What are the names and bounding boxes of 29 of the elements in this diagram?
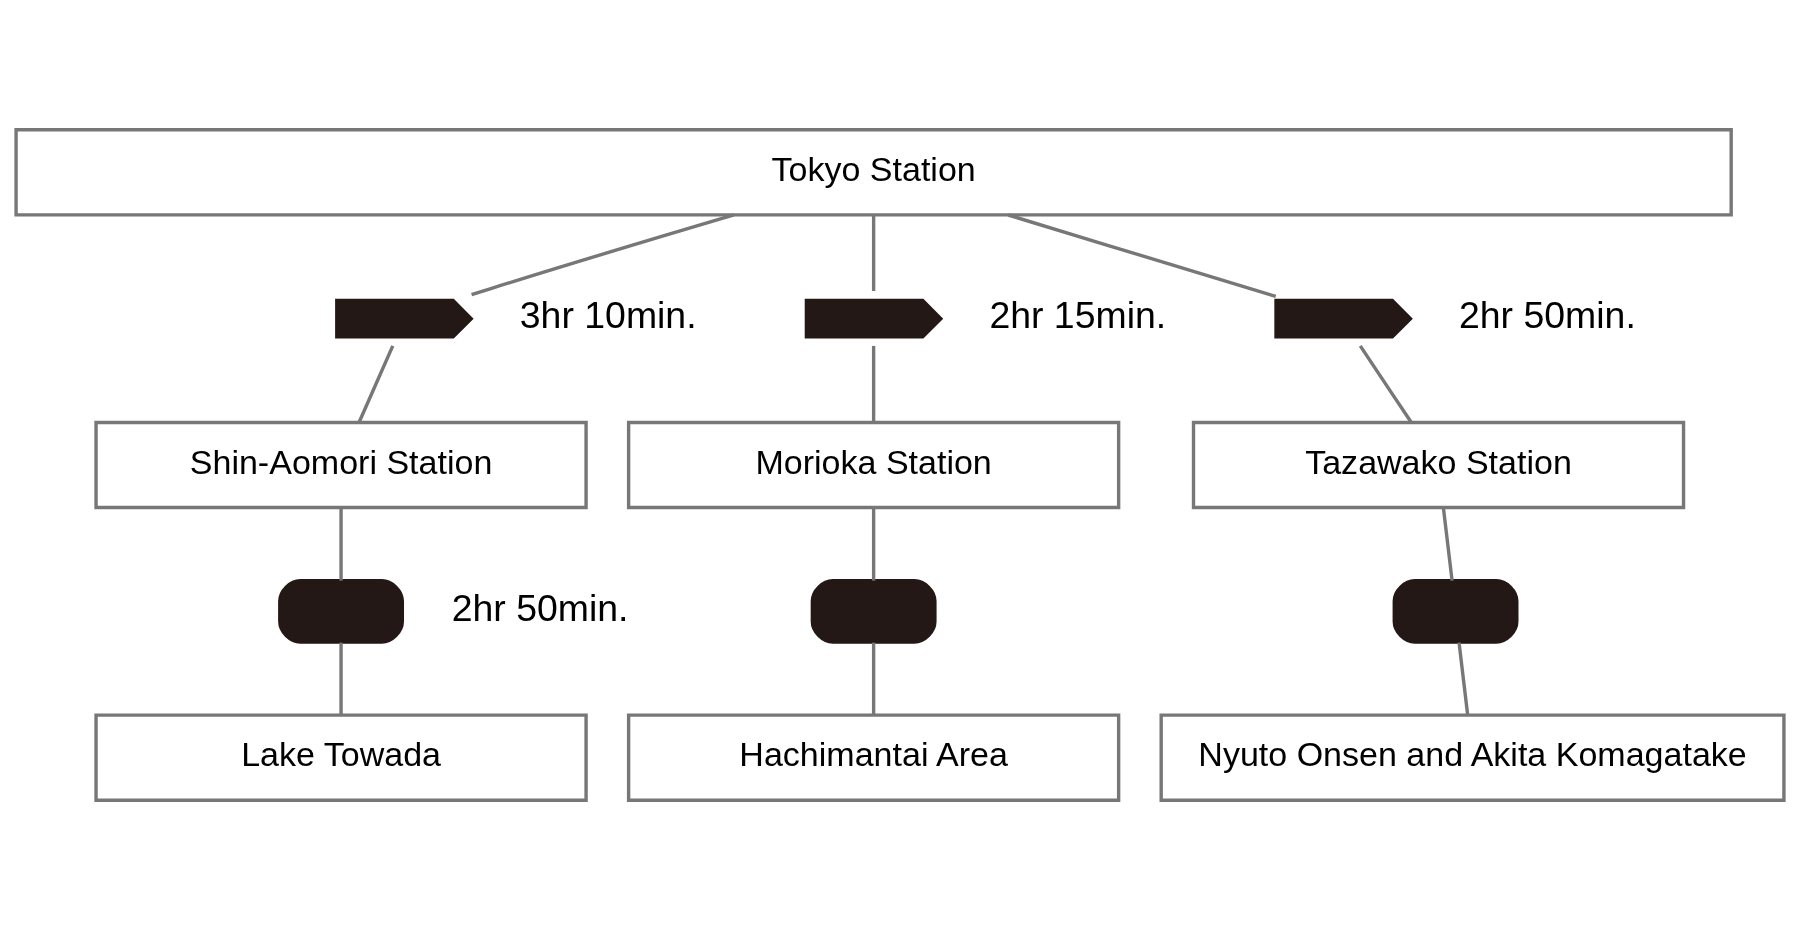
node-train [804, 298, 944, 339]
connector [471, 213, 735, 297]
connector [357, 345, 395, 423]
node-box: Nyuto Onsen and Akita Komagatake [1159, 713, 1786, 802]
node-train [1274, 298, 1413, 339]
node-label: 3hr 10min. [519, 294, 697, 337]
node-bus [1392, 579, 1519, 644]
connector [871, 642, 876, 715]
node-train [335, 298, 474, 339]
node-box: Lake Towada [94, 713, 588, 802]
connector [1358, 345, 1413, 424]
node-label: 2hr 50min. [451, 586, 629, 629]
node-bus [810, 579, 937, 644]
connector [1007, 213, 1277, 299]
connector [871, 215, 876, 291]
node-bus [278, 579, 404, 644]
node-label: 2hr 50min. [1459, 294, 1636, 337]
connector [339, 508, 343, 581]
node-label: 2hr 15min. [989, 294, 1167, 337]
connector [871, 508, 876, 581]
node-box: Tazawako Station [1191, 420, 1686, 510]
node-box: Hachimantai Area [626, 713, 1121, 802]
connector [339, 642, 343, 715]
node-box: Tokyo Station [14, 128, 1733, 217]
connector [1441, 507, 1454, 581]
connector [871, 345, 876, 423]
node-box: Shin-Aomori Station [94, 420, 588, 510]
connector [1457, 642, 1470, 716]
node-box: Morioka Station [626, 420, 1121, 510]
